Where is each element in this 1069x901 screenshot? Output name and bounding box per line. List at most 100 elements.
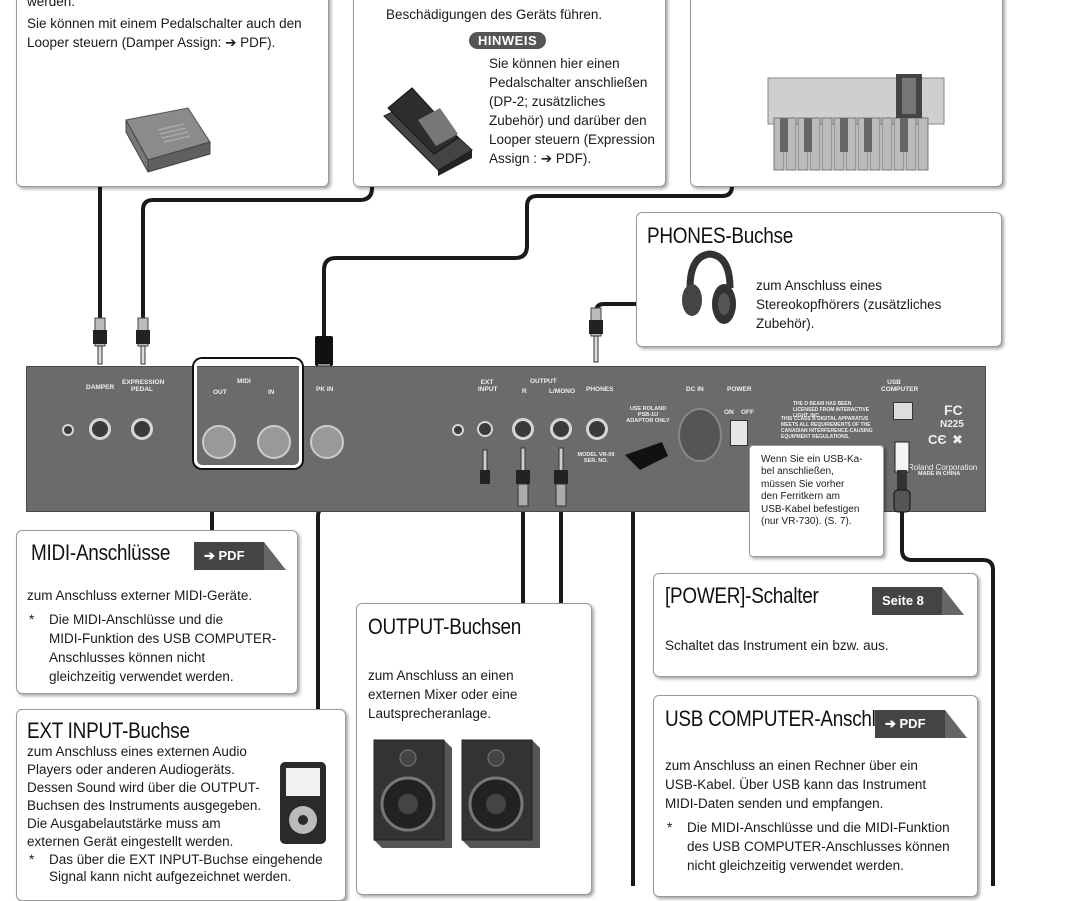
phones-box	[636, 212, 1002, 347]
label-midi: MIDI	[237, 378, 251, 385]
phones-line-1: Stereokopfhörers (zusätzliches	[756, 297, 942, 312]
pk-in-port[interactable]	[310, 425, 344, 459]
ext-note-line-0: Das über die EXT INPUT-Buchse eingehende	[49, 852, 323, 867]
label-made-in: MADE IN CHINA	[918, 471, 961, 477]
label-roland-corp: Roland Corporation	[908, 463, 978, 472]
usb-note-line-b: des USB COMPUTER-Anschlusses können	[687, 839, 950, 854]
ext-input-jack[interactable]	[477, 421, 493, 437]
phones-title: PHONES-Buchse	[647, 223, 793, 248]
usb-note-line-0: Wenn Sie ein USB-Ka-	[761, 454, 863, 465]
hint-line-2: (DP-2; zusätzliches	[489, 94, 606, 109]
output-line-2: Lautsprecheranlage.	[368, 706, 492, 721]
output-r-jack[interactable]	[512, 418, 534, 440]
label-canada-text: THIS CLASS B DIGITAL APPARATUS MEETS ALL…	[781, 416, 873, 440]
label-off: OFF	[741, 409, 754, 416]
usb-note-line-c: nicht gleichzeitig verwendet werden.	[687, 858, 904, 873]
power-switch[interactable]	[730, 420, 748, 446]
damper-info-line2: Looper steuern (Damper Assign: ➔ PDF).	[27, 35, 276, 50]
usb-line-2: MIDI-Daten senden und empfangen.	[665, 796, 884, 811]
hint-line-5: Assign : ➔ PDF).	[489, 151, 592, 166]
label-midi-in: IN	[268, 389, 275, 396]
hinweis-badge: HINWEIS	[469, 32, 547, 49]
midi-note-line-0: Die MIDI-Anschlüsse und die	[49, 612, 224, 627]
label-fcc-text: THE D BEAM HAS BEEN LICENSED FROM INTERA…	[793, 401, 870, 419]
midi-note-line-3: gleichzeitig verwendet werden.	[49, 669, 234, 684]
audio-player-illustration	[280, 762, 326, 844]
midi-pdf-tag[interactable]: ➔ PDF	[194, 542, 286, 570]
pedal-switch-illustration	[125, 107, 211, 173]
output-l-jack[interactable]	[550, 418, 572, 440]
screw-mid-icon	[452, 424, 464, 436]
power-page-tag[interactable]: Seite 8	[872, 587, 964, 615]
phones-line-0: zum Anschluss eines	[756, 278, 883, 293]
damper-info-line1: Sie können mit einem Pedalschalter auch …	[27, 16, 302, 31]
hint-line-3: Zubehör) und darüber den	[489, 113, 647, 128]
usb-note-line-3: den Ferritkern am	[761, 491, 840, 502]
dc-in-port[interactable]	[678, 408, 722, 462]
headphones-icon	[682, 250, 736, 324]
output-line-0: zum Anschluss an einen	[368, 668, 514, 683]
midi-in-port[interactable]	[257, 425, 291, 459]
label-l-mono: L/MONO	[549, 388, 575, 395]
hint-line-0: Sie können hier einen	[489, 56, 620, 71]
expression-warning-line: Beschädigungen des Geräts führen.	[386, 7, 603, 22]
midi-note-line-1: MIDI-Funktion des USB COMPUTER-	[49, 631, 277, 646]
phones-jack[interactable]	[586, 418, 608, 440]
midi-note-star: *	[29, 612, 35, 627]
power-line: Schaltet das Instrument ein bzw. aus.	[665, 638, 889, 653]
weee-icon: ✖	[952, 432, 963, 447]
ext-input-title: EXT INPUT-Buchse	[27, 718, 190, 743]
ext-note-line-1: Signal kann nicht aufgezeichnet werden.	[49, 869, 292, 884]
hint-line-4: Looper steuern (Expression	[489, 132, 655, 147]
label-power: POWER	[727, 386, 752, 393]
label-on: ON	[724, 409, 734, 416]
usb-cable	[900, 503, 995, 886]
midi-line: zum Anschluss externer MIDI-Geräte.	[27, 588, 253, 603]
midi-highlight-frame	[194, 359, 302, 468]
label-n225: N225	[940, 419, 964, 430]
label-damper: DAMPER	[86, 384, 115, 391]
usb-line-1: USB-Kabel. Über USB kann das Instrument	[665, 777, 927, 792]
hint-line-1: Pedalschalter anschließen	[489, 75, 648, 90]
phones-line-2: Zubehör).	[756, 316, 815, 331]
output-line-1: externen Mixer oder eine	[368, 687, 518, 702]
label-midi-out: OUT	[213, 389, 227, 396]
damper-jack[interactable]	[89, 418, 111, 440]
label-dc-in: DC IN	[686, 386, 704, 393]
usb-note-line-1: bel anschließen,	[761, 466, 834, 477]
ext-line-0: zum Anschluss eines externen Audio	[27, 744, 247, 759]
damper-info-line0: werden.	[27, 0, 76, 9]
usb-note-line-5: (nur VR-730). (S. 7).	[761, 516, 852, 527]
speaker-illustration	[373, 739, 540, 848]
ext-line-4: Die Ausgabelautstärke muss am	[27, 816, 221, 831]
label-usb-computer: USB COMPUTER	[881, 379, 919, 393]
usb-pdf-tag[interactable]: ➔ PDF	[875, 710, 967, 738]
usb-note-star: *	[667, 820, 673, 835]
ext-line-5: externen Gerät eingestellt werden.	[27, 834, 234, 849]
pedalboard-illustration	[767, 74, 945, 171]
ext-line-2: Dessen Sound wird über die OUTPUT-	[27, 780, 260, 795]
usb-note-line-a: Die MIDI-Anschlüsse und die MIDI-Funktio…	[687, 820, 950, 835]
usb-computer-title: USB COMPUTER-Anschluss	[665, 706, 905, 731]
screw-left-icon	[62, 424, 74, 436]
midi-out-port[interactable]	[202, 425, 236, 459]
usb-port	[893, 402, 913, 420]
label-r: R	[522, 388, 527, 395]
label-pk-in: PK IN	[316, 386, 334, 393]
label-ext-input: EXT INPUT	[478, 379, 498, 393]
output-title: OUTPUT-Buchsen	[368, 614, 522, 639]
ext-line-1: Players oder anderen Audiogeräts.	[27, 762, 235, 777]
label-expression: EXPRESSION PEDAL	[122, 379, 165, 393]
midi-note-line-2: Anschlusses können nicht	[49, 650, 206, 665]
usb-note-line-4: USB-Kabel befestigen	[761, 504, 860, 515]
usb-ferrite-note	[749, 445, 884, 557]
expression-jack[interactable]	[131, 418, 153, 440]
fc-logo: FC	[944, 402, 963, 418]
label-output: OUTPUT	[530, 378, 557, 385]
ext-line-3: Buchsen des Instruments ausgegeben.	[27, 798, 262, 813]
ce-logo: CЄ	[928, 432, 947, 447]
usb-note-line-2: müssen Sie vorher	[761, 479, 845, 490]
usb-line-0: zum Anschluss an einen Rechner über ein	[665, 758, 918, 773]
